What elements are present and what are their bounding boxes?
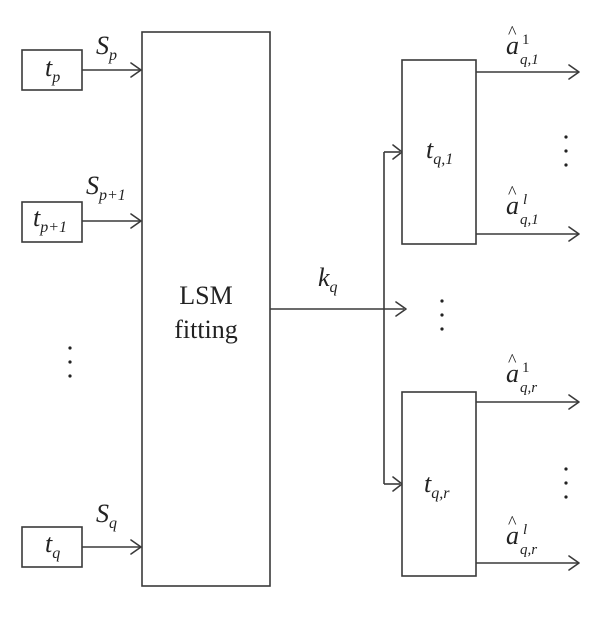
- label-a-q1-bot: ^ a l q,1: [506, 182, 539, 228]
- svg-text:a: a: [506, 359, 519, 388]
- arrow-a-q1-top-head: [568, 64, 580, 80]
- svg-text:q,r: q,r: [520, 380, 537, 396]
- svg-text:l: l: [523, 192, 527, 208]
- output-box-tqr-label: tq,r: [424, 469, 450, 502]
- lsm-fitting-label-line2: fitting: [174, 315, 238, 344]
- svg-text:1: 1: [522, 32, 530, 48]
- svg-text:a: a: [506, 521, 519, 550]
- input-box-tp-label: tp: [45, 53, 60, 86]
- label-a-qr-bot: ^ a l q,r: [506, 512, 537, 558]
- outputs-tq1-vertical-ellipsis: [564, 135, 568, 167]
- svg-text:a: a: [506, 191, 519, 220]
- arrow-sq-head: [130, 539, 142, 555]
- label-kq: kq: [318, 263, 338, 296]
- svg-text:^: ^: [508, 182, 517, 202]
- label-a-qr-top: ^ a 1 q,r: [506, 350, 537, 396]
- input-box-tp1-label: tp+1: [33, 203, 67, 236]
- output-box-tqr: [401, 391, 477, 577]
- arrow-kq-head: [395, 301, 407, 317]
- label-sp1: Sp+1: [86, 171, 126, 204]
- label-sp: Sp: [96, 31, 117, 64]
- outputs-tqr-vertical-ellipsis: [564, 467, 568, 499]
- svg-text:a: a: [506, 31, 519, 60]
- svg-text:q,1: q,1: [520, 52, 539, 68]
- svg-text:1: 1: [522, 360, 530, 376]
- output-box-tq1: [401, 59, 477, 245]
- svg-text:l: l: [523, 522, 527, 538]
- svg-text:q,1: q,1: [520, 212, 539, 228]
- arrow-sp-head: [130, 62, 142, 78]
- input-box-tp1: [21, 201, 83, 243]
- lsm-fitting-block: [141, 31, 271, 587]
- input-box-tp: [21, 49, 83, 91]
- input-box-tq-label: tq: [45, 529, 60, 562]
- input-box-tq: [21, 526, 83, 568]
- svg-text:^: ^: [508, 22, 517, 42]
- svg-text:^: ^: [508, 512, 517, 532]
- lsm-fitting-label-line1: LSM: [179, 281, 232, 310]
- arrow-a-q1-bot-head: [568, 226, 580, 242]
- output-boxes-vertical-ellipsis: [440, 299, 444, 331]
- label-a-q1-top: ^ a 1 q,1: [506, 22, 539, 68]
- svg-text:^: ^: [508, 350, 517, 370]
- svg-text:q,r: q,r: [520, 542, 537, 558]
- arrow-a-qr-bot-head: [568, 555, 580, 571]
- input-vertical-ellipsis: [68, 346, 72, 378]
- label-sq: Sq: [96, 499, 117, 532]
- arrow-a-qr-top-head: [568, 394, 580, 410]
- output-box-tq1-label: tq,1: [426, 135, 453, 168]
- arrow-sp1-head: [130, 213, 142, 229]
